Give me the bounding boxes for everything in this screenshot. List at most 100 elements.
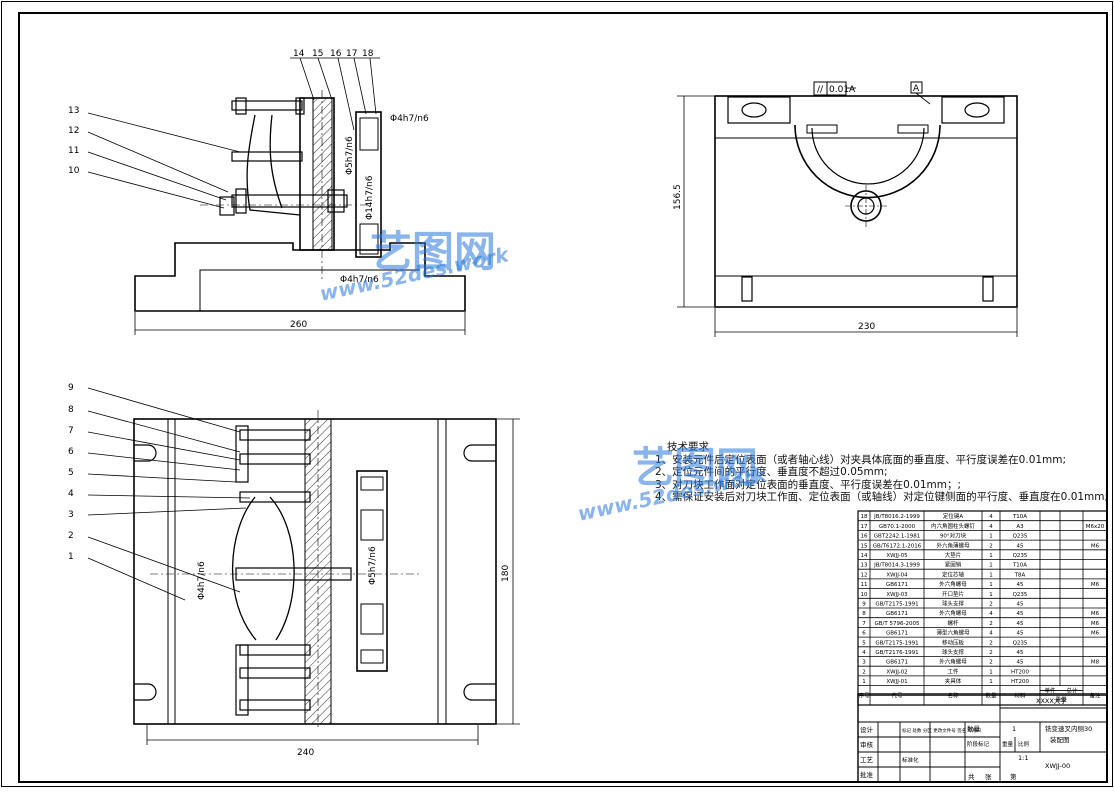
bom-cell-no: 18 <box>861 514 868 520</box>
front-view <box>87 57 466 335</box>
bom-cell-code: XWJJ-02 <box>886 669 907 675</box>
role-check: 审核 <box>860 740 874 749</box>
bom-cell-name: 球头支撑 <box>942 600 965 608</box>
bom-cell-qty: 1 <box>989 534 993 540</box>
callout-4: 4 <box>68 489 74 499</box>
bom-cell-no: 12 <box>861 572 868 578</box>
inner-border <box>18 12 1108 783</box>
bom-cell-qty: 1 <box>989 563 993 569</box>
bom-cell-qty: 2 <box>989 640 993 646</box>
title-block-text: XXXX大学 铣变速叉内侧30 装配图 XWJJ-00 数量 1 阶段标记 重量… <box>860 696 1092 781</box>
bom-cell-qty: 1 <box>989 669 993 675</box>
callout-16: 16 <box>330 49 342 59</box>
bom-cell-no: 11 <box>861 582 868 588</box>
technical-requirements: 技术要求 1、安装元件后定位表面（或者轴心线）对夹具体底面的垂直度、平行度误差在… <box>655 441 1108 504</box>
callout-17: 17 <box>346 49 357 59</box>
callout-12: 12 <box>68 126 79 136</box>
bom-header-unit-weight: 单件 <box>1044 687 1056 695</box>
bom-cell-material: 45 <box>1017 631 1024 637</box>
bom-cell-no: 15 <box>861 543 868 549</box>
bom-cell-name: 定位芯轴 <box>942 570 965 578</box>
bom-cell-material: Q235 <box>1013 534 1028 540</box>
bom-cell-code: GBT2242.1-1981 <box>874 534 921 540</box>
weight-label: 重量 <box>1002 740 1014 748</box>
bom-cell-note: M6 <box>1091 621 1100 627</box>
bom-cell-no: 7 <box>862 621 866 627</box>
bom-cell-material: HT200 <box>1011 679 1029 685</box>
bom-cell-code: GB/T2176-1991 <box>875 650 918 656</box>
bom-cell-qty: 2 <box>989 660 993 666</box>
notes-title: 技术要求 <box>667 441 709 453</box>
bom-header-no: 序号 <box>858 692 870 700</box>
callout-5: 5 <box>68 468 74 478</box>
bom-cell-name: 外六角螺母 <box>939 658 967 666</box>
bom-cell-no: 6 <box>862 631 866 637</box>
bom-cell-code: GB6171 <box>886 611 908 617</box>
bom-cell-name: 工件 <box>947 667 959 675</box>
bom-cell-code: GB6171 <box>886 582 908 588</box>
drawing-name: 铣变速叉内侧30 <box>1045 724 1092 733</box>
bom-cell-code: GB70.1-2000 <box>879 524 916 530</box>
fit-label: Φ5h7/n6 <box>345 136 355 175</box>
bom-cell-no: 5 <box>862 640 866 646</box>
callout-3: 3 <box>68 510 74 520</box>
bom-cell-name: 大垫片 <box>945 551 962 559</box>
bom-cell-name: 球头支撑 <box>942 648 965 656</box>
bom-cell-no: 14 <box>861 553 868 559</box>
dimension-260: 260 <box>290 320 307 330</box>
dimension-240: 240 <box>297 748 314 758</box>
bom-cell-no: 1 <box>862 679 866 685</box>
drawing-number: XWJJ-00 <box>1045 762 1070 770</box>
fit-label: Φ5h7/n6 <box>368 546 378 585</box>
dimension-180: 180 <box>501 565 511 582</box>
bom-table <box>857 510 1108 706</box>
bom-cell-name: 内六角圆柱头螺钉 <box>931 522 976 530</box>
bom-cell-note: M6 <box>1091 543 1100 549</box>
bom-cell-no: 9 <box>862 602 866 608</box>
role-standard: 标准化 <box>902 756 919 764</box>
callout-14: 14 <box>293 49 305 59</box>
dimension-156-5: 156.5 <box>673 184 683 210</box>
title-block <box>857 693 1108 783</box>
callout-13: 13 <box>68 106 79 116</box>
sheet-word: 张 <box>985 772 992 781</box>
bom-header-material: 材料 <box>1014 692 1026 700</box>
bom-cell-qty: 2 <box>989 602 993 608</box>
role-approve: 批准 <box>860 770 874 779</box>
bom-cell-code: XWJJ-01 <box>886 679 907 685</box>
bom-cell-name: 螺杆 <box>947 619 959 627</box>
bom-cell-qty: 1 <box>989 592 993 598</box>
bom-cell-material: T10A <box>1012 563 1027 569</box>
bom-cell-material: T8A <box>1014 572 1026 578</box>
bom-cell-material: Q235 <box>1013 553 1028 559</box>
bom-cell-qty: 4 <box>989 611 993 617</box>
bom-cell-code: JB/T8016.2-1999 <box>873 514 920 520</box>
bom-cell-qty: 1 <box>989 553 993 559</box>
bom-cell-note: M6 <box>1091 582 1100 588</box>
bom-cell-no: 13 <box>861 563 868 569</box>
bom-cell-no: 17 <box>861 524 868 530</box>
sheets-total: 共 <box>968 772 975 781</box>
bom-cell-name: 开口垫片 <box>942 590 964 598</box>
top-view <box>87 387 520 745</box>
bom-cell-code: XWJJ-03 <box>886 592 908 598</box>
bom-cell-qty: 4 <box>989 514 993 520</box>
bom-cell-code: JB/T8014.3-1999 <box>873 563 920 569</box>
bom-cell-qty: 4 <box>989 524 993 530</box>
bom-cell-name: 薄型六角螺母 <box>936 629 970 637</box>
bom-cell-code: GB6171 <box>886 631 908 637</box>
drawing-type: 装配图 <box>1050 735 1070 744</box>
datum-flag: A <box>913 84 920 94</box>
bom-cell-material: A3 <box>1016 524 1024 530</box>
callout-18: 18 <box>362 49 374 59</box>
callout-10: 10 <box>68 166 80 176</box>
bom-cell-note: M8 <box>1091 660 1100 666</box>
side-view <box>677 81 1018 337</box>
bom-cell-qty: 2 <box>989 621 993 627</box>
bom-cell-name: 外六角螺母 <box>939 609 967 617</box>
bom-cell-code: GB/T2175-1991 <box>875 640 918 646</box>
bom-cell-qty: 1 <box>989 572 993 578</box>
bom-cell-material: 45 <box>1017 602 1024 608</box>
bom-header-note: 备注 <box>1089 692 1101 700</box>
tolerance-value: 0.01 <box>829 85 849 95</box>
